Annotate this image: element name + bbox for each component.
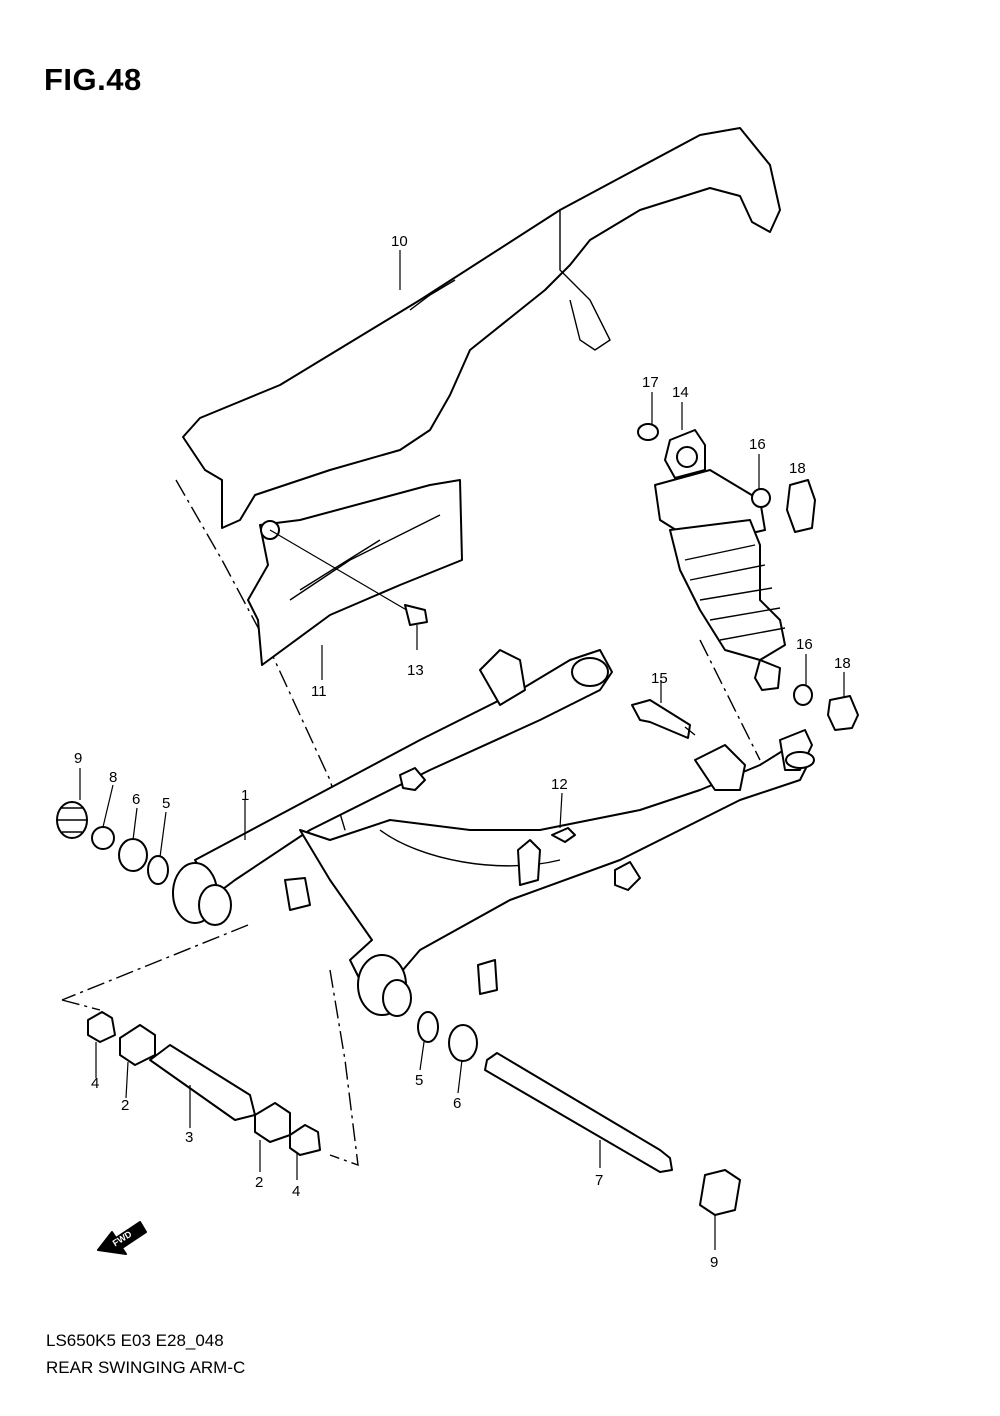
callout-leaders: [79, 250, 845, 1250]
callout-6b: 6: [453, 1095, 461, 1112]
callout-2b: 2: [255, 1174, 263, 1191]
callout-5b: 5: [415, 1072, 423, 1089]
callout-15: 15: [651, 670, 668, 687]
callout-3: 3: [185, 1129, 193, 1146]
callout-9: 9: [74, 750, 82, 767]
shock-hardware: [637, 423, 859, 731]
callout-11: 11: [311, 683, 327, 700]
callout-2: 2: [121, 1097, 129, 1114]
callout-labels: 10 17 14 16 18 11 13 16 18 15 1 9 8 6 5 …: [74, 233, 851, 1271]
figure-title: FIG.48: [44, 62, 142, 97]
callout-6: 6: [132, 791, 140, 808]
callout-8: 8: [109, 769, 117, 786]
swinging-arm: [172, 649, 815, 1017]
callout-4b: 4: [292, 1183, 300, 1200]
callout-18: 18: [789, 460, 806, 477]
callout-18b: 18: [834, 655, 851, 672]
callout-7: 7: [595, 1172, 603, 1189]
chain-case-cover: [247, 479, 463, 666]
callout-16: 16: [749, 436, 766, 453]
bolt-13: [269, 529, 428, 650]
callout-5: 5: [162, 795, 170, 812]
bolt-12: [551, 827, 576, 843]
bolt-15: [631, 699, 696, 739]
assembly-name: REAR SWINGING ARM-C: [46, 1358, 246, 1377]
callout-10: 10: [391, 233, 408, 250]
callout-17: 17: [642, 374, 659, 391]
callout-16b: 16: [796, 636, 813, 653]
callout-12: 12: [551, 776, 568, 793]
rear-shock-absorber: [654, 429, 786, 691]
callout-13: 13: [407, 662, 424, 679]
callout-9b: 9: [710, 1254, 718, 1271]
callout-4: 4: [91, 1075, 99, 1092]
left-pivot-parts: [56, 801, 169, 885]
chain-case: [182, 127, 781, 529]
fwd-arrow-icon: FWD: [97, 1221, 147, 1255]
callout-1: 1: [241, 787, 249, 804]
pivot-bushings: [87, 1011, 321, 1156]
model-code: LS650K5 E03 E28_048: [46, 1331, 224, 1350]
right-pivot-parts: [417, 1011, 741, 1216]
callout-14: 14: [672, 384, 689, 401]
